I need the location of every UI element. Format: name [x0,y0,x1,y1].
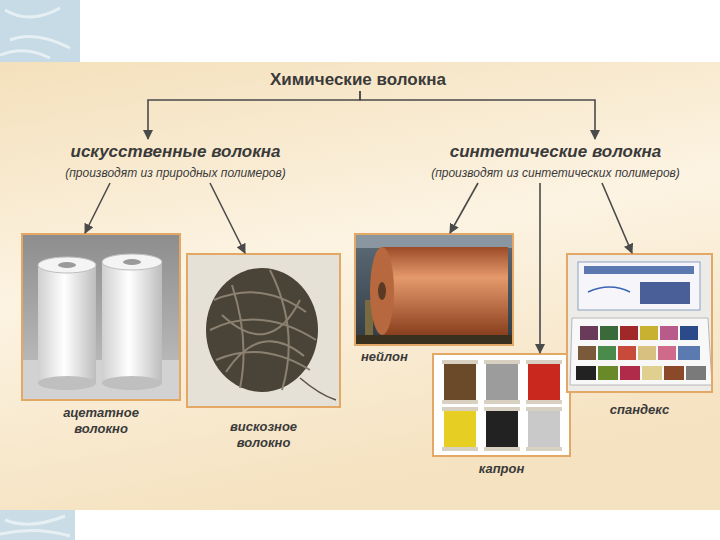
node-label: искусственные волокна [65,142,286,162]
arrow-connector [450,183,478,233]
arrow-connector [210,183,245,253]
node-label: капрон [437,461,567,477]
node-label: вискозное волокно [209,419,319,452]
node-label: ацетатное волокно [46,405,156,438]
node-subtitle: (производят из синтетических полимеров) [431,166,680,180]
arrow-connector [602,183,632,253]
node-label: нейлон [361,349,511,365]
fiber-picture: капрон [433,354,570,480]
category-box: синтетические волокна (производят из синт… [425,140,686,182]
node-label: спандекс [575,402,705,418]
arrow-connector [85,183,110,233]
arrow-connector [148,91,360,139]
arrow-connector [539,183,541,353]
fiber-picture: нейлон [355,234,513,368]
arrow-connector [360,91,595,139]
node-label: Химические волокна [270,70,450,90]
node-subtitle: (производят из природных полимеров) [65,166,286,180]
node-label: синтетические волокна [431,142,680,162]
category-box: искусственные волокна (производят из прир… [59,140,292,182]
title-node: Химические волокна [266,70,454,90]
fiber-picture: вискозное волокно [187,254,340,455]
fiber-picture: спандекс [567,254,712,421]
fiber-picture: ацетатное волокно [22,234,180,441]
